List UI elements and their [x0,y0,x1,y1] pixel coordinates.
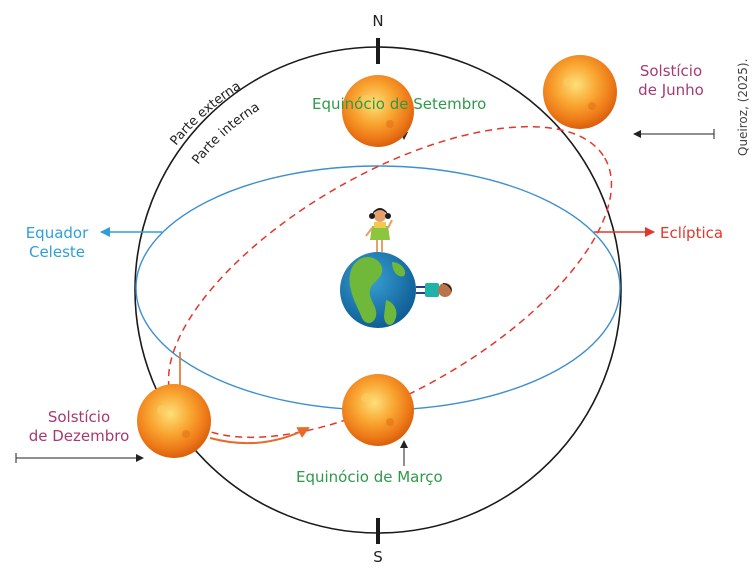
ecliptic-label: Eclíptica [660,224,724,242]
solstice-june-label: Solstício de Junho [628,62,714,100]
equinox-march-label: Equinócio de Março [296,468,443,486]
celestial-equator-label: Equador Celeste [22,224,92,262]
girl-figure-icon [365,208,393,252]
image-credit-text: Queiroz, (2025). [736,58,750,156]
image-credit: Queiroz, (2025). [736,6,752,156]
solstice-june-line2: de Junho [638,81,704,99]
celestial-equator-line2: Celeste [28,243,86,261]
label-outer-part: Parte externa [168,79,244,149]
compass-north-label: N [372,12,384,30]
sun-icon [342,374,414,446]
sun-icon [137,384,211,458]
sun-icon [342,75,414,147]
solstice-june-line1: Solstício [639,62,703,80]
celestial-equator-line1: Equador [25,224,89,242]
sun-icon [543,55,617,129]
solstice-december-line1: Solstício [47,408,111,426]
sun-motion-arrow [209,427,310,445]
solstice-december-label: Solstício de Dezembro [22,408,136,446]
compass-south-label: S [373,548,383,566]
boy-figure-icon [416,283,452,297]
solstice-december-line2: de Dezembro [28,427,130,445]
equinox-september-label: Equinócio de Setembro [312,95,487,113]
earth-globe-icon [340,252,416,328]
